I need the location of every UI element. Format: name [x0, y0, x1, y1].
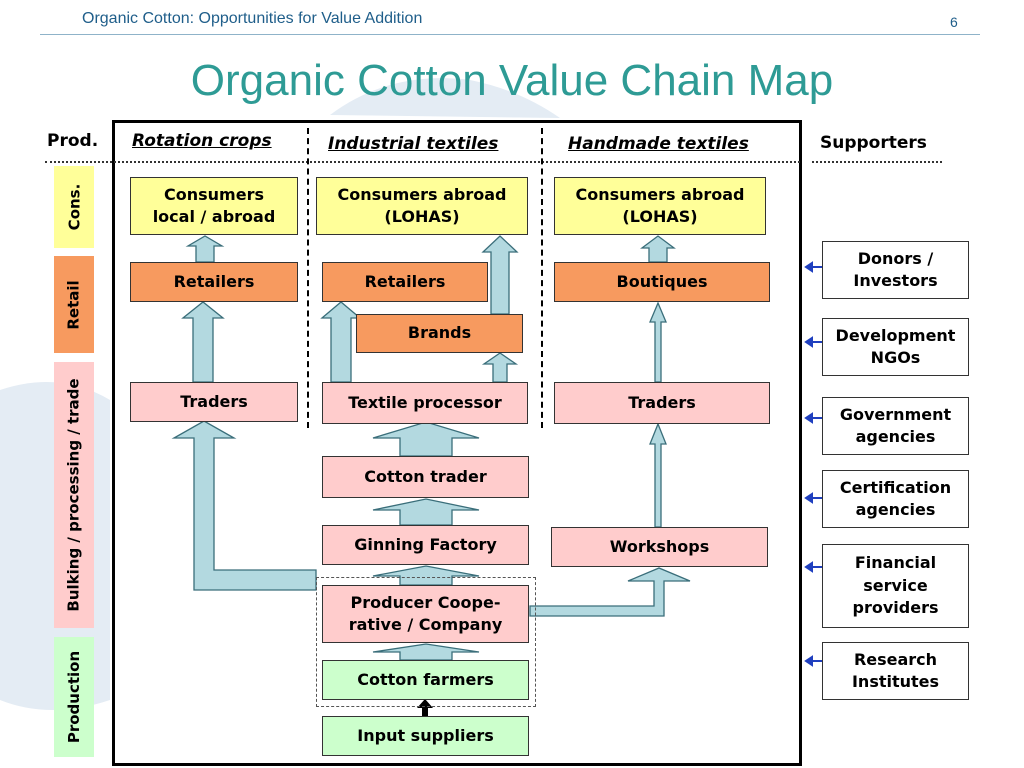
stage-bulking: Bulking / processing / trade — [54, 362, 94, 628]
ind-consumers-box: Consumers abroad (LOHAS) — [316, 177, 528, 235]
hand-consumers-box: Consumers abroad (LOHAS) — [554, 177, 766, 235]
supporter-certification-box: Certification agencies — [822, 470, 969, 528]
arrow-inputs-to-farmers — [417, 699, 433, 716]
arrow-rot-traders-to-retailers — [181, 301, 225, 383]
ind-ginning-factory-box: Ginning Factory — [322, 525, 529, 565]
arrow-rot-retail-to-consumers — [185, 235, 225, 263]
stage-retail: Retail — [54, 256, 94, 353]
ind-cotton-trader-box: Cotton trader — [322, 456, 529, 498]
handmade-textiles-header: Handmade textiles — [568, 134, 749, 154]
arrow-boutiques-to-consumers — [640, 235, 676, 263]
arrow-cotton-trader-to-textile — [372, 421, 480, 457]
ind-retailers-box: Retailers — [322, 262, 488, 302]
arrow-hand-traders-to-boutiques — [649, 301, 667, 383]
rotation-crops-header: Rotation crops — [132, 131, 272, 151]
arrow-coop-to-ginning — [372, 565, 480, 586]
hand-boutiques-box: Boutiques — [554, 262, 770, 302]
input-suppliers-box: Input suppliers — [322, 716, 529, 756]
producer-group-frame — [316, 577, 536, 707]
arrow-ginning-to-cotton-trader — [372, 498, 480, 526]
supporters-dotted-rule — [812, 161, 942, 163]
rot-consumers-box: Consumers local / abroad — [130, 177, 298, 235]
supporter-ngos-box: Development NGOs — [822, 318, 969, 376]
ind-textile-processor-box: Textile processor — [322, 382, 528, 424]
arrow-coop-to-workshops — [529, 567, 691, 617]
rot-retailers-box: Retailers — [130, 262, 298, 302]
supporter-donors-box: Donors / Investors — [822, 241, 969, 299]
value-chain-frame — [112, 120, 802, 766]
hand-workshops-box: Workshops — [551, 527, 768, 567]
column-separator-2 — [541, 128, 543, 428]
arrow-workshops-to-hand-traders — [649, 422, 667, 528]
arrow-farmers-to-coop — [372, 643, 480, 661]
supporters-header: Supporters — [820, 133, 927, 153]
producer-coop-box: Producer Coope- rative / Company — [322, 585, 529, 643]
arrow-coop-to-rot-traders — [171, 420, 317, 591]
arrow-textile-to-brands — [481, 352, 519, 383]
industrial-textiles-header: Industrial textiles — [328, 134, 499, 154]
header-divider — [40, 34, 980, 35]
slide-title: Organic Cotton Value Chain Map — [190, 56, 834, 105]
page-number: 6 — [950, 14, 958, 30]
header-dotted-rule — [45, 161, 800, 163]
supporter-research-box: Research Institutes — [822, 642, 969, 700]
arrow-brands-to-consumers — [481, 235, 519, 315]
supporter-financial-box: Financial service providers — [822, 544, 969, 628]
cotton-farmers-box: Cotton farmers — [322, 660, 529, 700]
stage-production: Production — [54, 637, 94, 757]
ind-brands-box: Brands — [356, 314, 523, 353]
rot-traders-box: Traders — [130, 382, 298, 422]
supporter-government-box: Government agencies — [822, 397, 969, 455]
prod-header: Prod. — [47, 131, 99, 151]
stage-cons: Cons. — [54, 166, 94, 248]
arrow-textile-to-retailers — [320, 301, 362, 383]
slide-subtitle: Organic Cotton: Opportunities for Value … — [82, 10, 423, 27]
column-separator-1 — [307, 128, 309, 428]
hand-traders-box: Traders — [554, 382, 770, 424]
